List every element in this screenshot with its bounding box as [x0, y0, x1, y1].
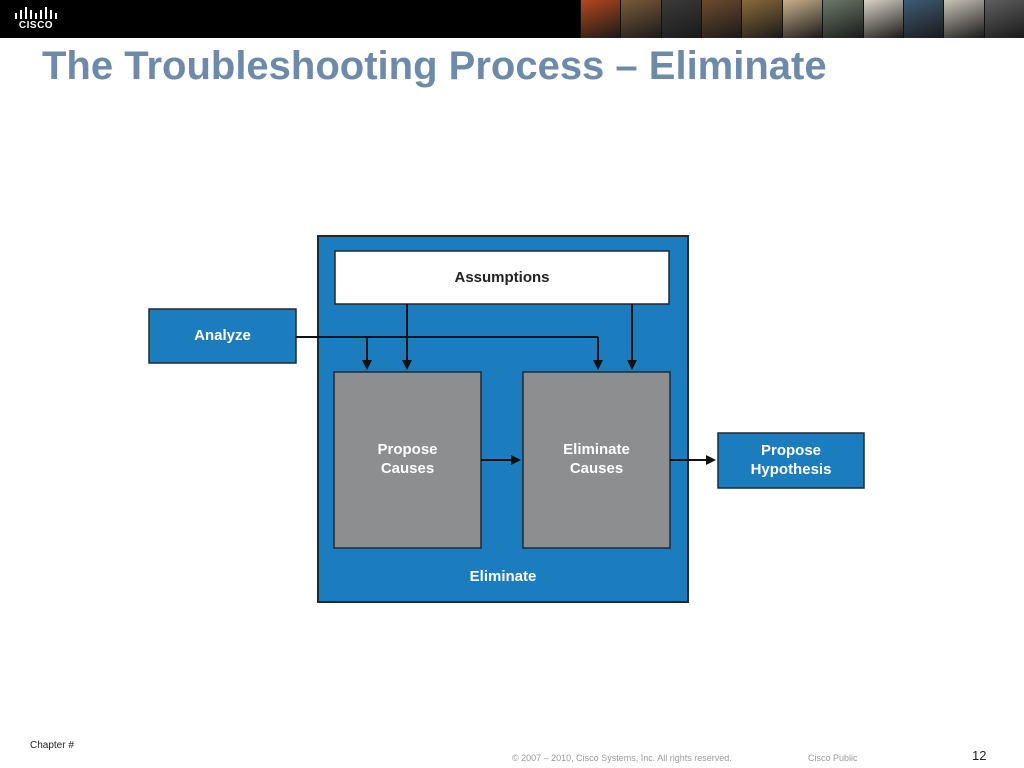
footer-chapter: Chapter # — [30, 740, 74, 751]
analyze-label: Analyze — [194, 327, 251, 344]
cisco-logo: CISCO — [12, 5, 60, 33]
eliminate-causes-box — [522, 371, 671, 549]
eliminate-label: Eliminate — [469, 568, 537, 585]
footer-classification: Cisco Public — [808, 753, 858, 763]
assumptions-label: Assumptions — [454, 269, 550, 286]
header-photo-3 — [660, 0, 702, 38]
header-photo-8 — [862, 0, 903, 38]
propose-hypothesis-label: Propose Hypothesis — [718, 441, 864, 479]
logo-wordmark: CISCO — [18, 20, 54, 31]
assumptions-box — [334, 250, 670, 305]
header-photo-6 — [781, 0, 823, 38]
header-photo-1 — [580, 0, 621, 38]
propose-causes-label-line1: Propose — [377, 441, 438, 458]
header-photo-11 — [983, 0, 1024, 38]
header-bar: CISCO — [0, 0, 1024, 38]
propose-causes-label-line2: Causes — [380, 460, 435, 477]
footer-copyright: © 2007 – 2010, Cisco Systems, Inc. All r… — [512, 753, 732, 763]
eliminate-causes-label: Eliminate Causes — [523, 440, 670, 478]
analyze-box — [148, 308, 297, 364]
header-photo-strip — [580, 0, 1024, 38]
propose-hypothesis-box — [717, 432, 865, 489]
eliminate-causes-label-line2: Causes — [569, 460, 624, 477]
eliminate-causes-label-line1: Eliminate — [563, 441, 630, 458]
header-photo-2 — [620, 0, 661, 38]
header-photo-7 — [822, 0, 863, 38]
header-photo-10 — [943, 0, 984, 38]
propose-causes-label: Propose Causes — [334, 440, 481, 478]
propose-hypothesis-label-line2: Hypothesis — [750, 461, 832, 478]
header-photo-5 — [741, 0, 782, 38]
page-number: 12 — [972, 748, 987, 763]
propose-hypothesis-label-line1: Propose — [760, 442, 821, 459]
cisco-bars-icon — [15, 7, 57, 19]
propose-causes-box — [333, 371, 482, 549]
header-photo-9 — [902, 0, 944, 38]
slide-title: The Troubleshooting Process – Eliminate — [42, 44, 827, 88]
header-photo-4 — [701, 0, 742, 38]
